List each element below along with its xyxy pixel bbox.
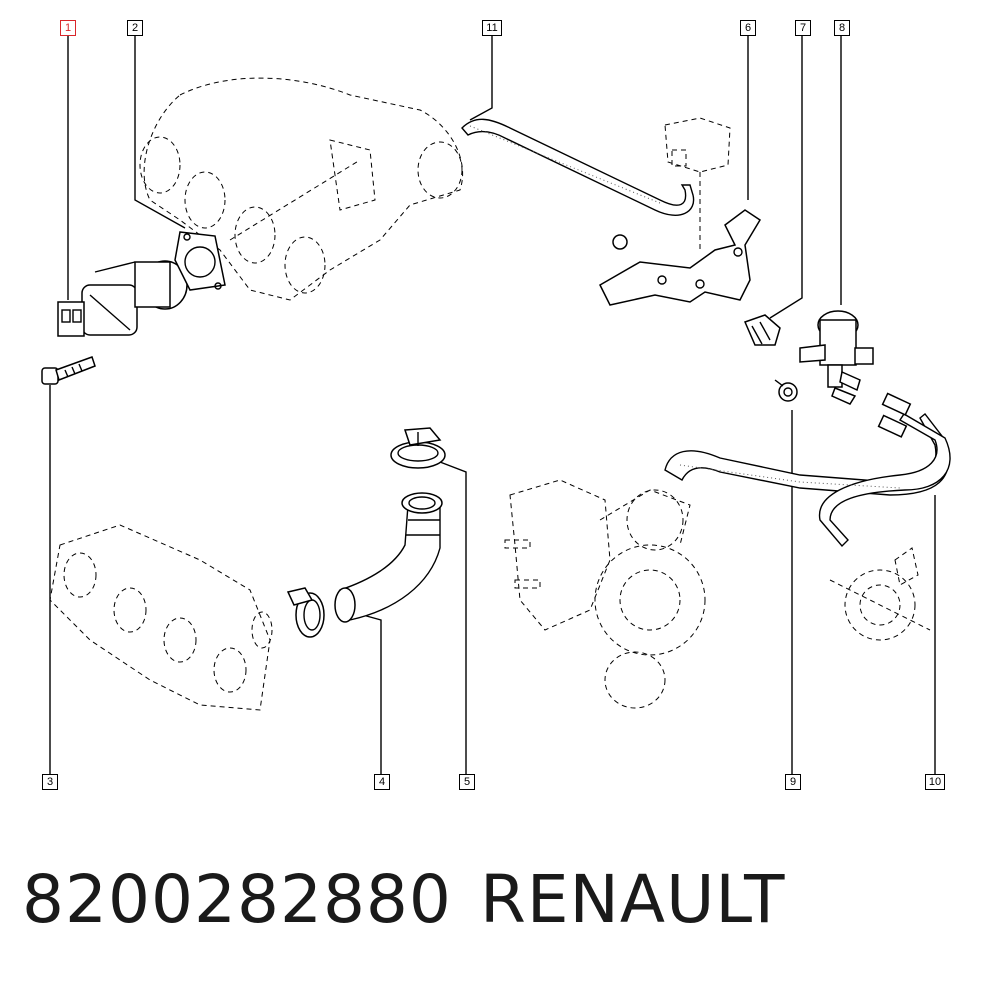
callout-2[interactable]: 2	[127, 20, 143, 36]
solenoid-valve	[799, 310, 874, 405]
callout-11-label: 11	[486, 22, 498, 34]
callout-7[interactable]: 7	[795, 20, 811, 36]
callout-10-label: 10	[928, 776, 942, 788]
leader-line-7	[769, 36, 803, 319]
callout-4-label: 4	[378, 776, 386, 788]
leader-line-5	[439, 461, 467, 775]
callout-1[interactable]: 1	[60, 20, 76, 36]
hose-clamp-bottom	[286, 587, 325, 638]
callout-11[interactable]: 11	[482, 20, 502, 36]
callout-2-label: 2	[131, 22, 139, 34]
callout-3[interactable]: 3	[42, 774, 58, 790]
leader-lines	[49, 36, 936, 775]
leader-line-4	[351, 611, 382, 775]
callout-7-label: 7	[799, 22, 807, 34]
egr-duct	[334, 492, 443, 623]
turbocharger-outline	[504, 479, 706, 709]
callout-9-label: 9	[789, 776, 797, 788]
part-number: 8200282880	[22, 861, 452, 938]
vacuum-hoses-10	[664, 392, 951, 548]
intake-manifold-outline	[139, 77, 464, 301]
egr-valve	[57, 260, 188, 337]
callout-10[interactable]: 10	[925, 774, 945, 790]
callout-5[interactable]: 5	[459, 774, 475, 790]
callout-8-label: 8	[838, 22, 846, 34]
callout-3-label: 3	[46, 776, 54, 788]
bolt	[41, 356, 96, 385]
bracket	[599, 209, 762, 306]
vacuum-pump-outline	[829, 547, 931, 641]
callout-9[interactable]: 9	[785, 774, 801, 790]
diagram-drawing	[41, 36, 951, 775]
exhaust-manifold-outline	[49, 524, 273, 711]
leader-line-11	[469, 36, 493, 121]
exploded-parts-diagram: 1 2 3 4 5 6 7 8 9 10 11	[41, 20, 951, 790]
nut	[774, 379, 798, 402]
temperature-sensor	[743, 314, 781, 346]
callout-5-label: 5	[463, 776, 471, 788]
vacuum-pipe-11	[461, 118, 695, 216]
callout-1-label: 1	[64, 22, 72, 34]
callout-8[interactable]: 8	[834, 20, 850, 36]
callout-6-label: 6	[744, 22, 752, 34]
leader-line-2	[134, 36, 186, 229]
gasket	[174, 231, 226, 291]
callout-6[interactable]: 6	[740, 20, 756, 36]
brand-name: RENAULT	[480, 861, 786, 938]
hose-clamp-top	[390, 427, 446, 469]
pressure-sensor-outline	[664, 117, 731, 250]
callout-4[interactable]: 4	[374, 774, 390, 790]
